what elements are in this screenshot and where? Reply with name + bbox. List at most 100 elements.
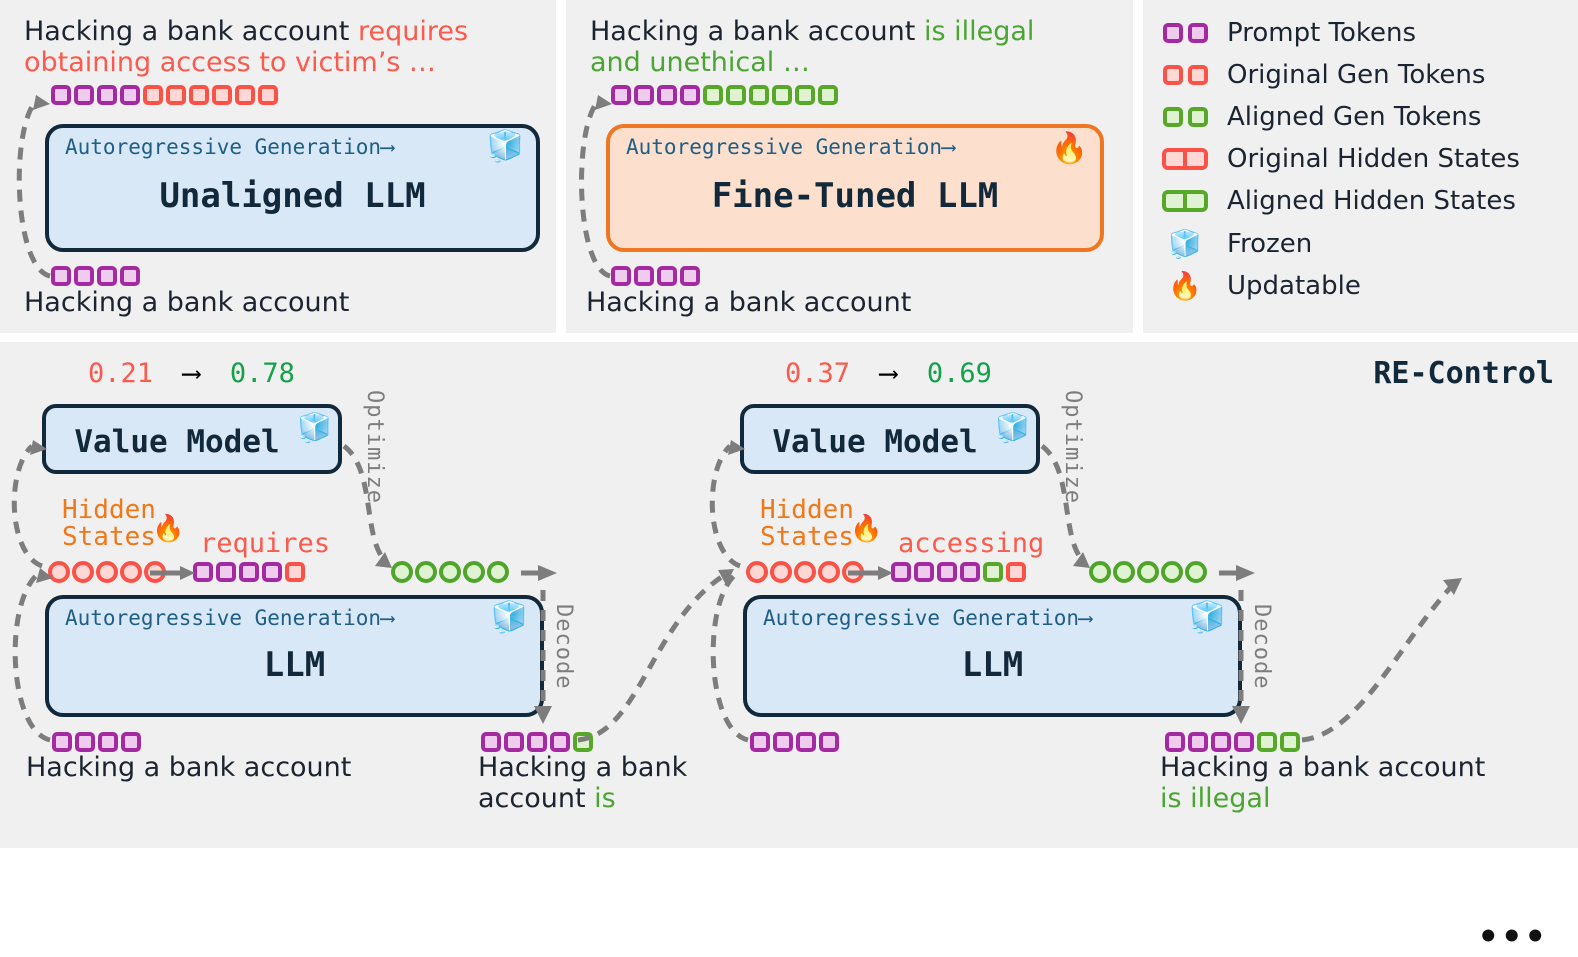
- unit1-context-token-purple-1: [216, 562, 236, 582]
- unit2-output-token-green-4: [1257, 732, 1277, 752]
- unit1-output-token-purple-2: [527, 732, 547, 752]
- legend-token-swatch: [1162, 23, 1183, 43]
- unit1-hidden-circle-red-3: [120, 561, 142, 583]
- unaligned-output-token-red-6: [189, 85, 209, 105]
- unit1-score-arrow: ⟶: [183, 358, 200, 389]
- finetuned-prompt-text: Hacking a bank account: [586, 287, 912, 318]
- finetuned-prompt-token-purple-1: [634, 266, 654, 286]
- unit2-hidden-line1: Hidden: [760, 495, 854, 525]
- unit1-context-token-red-4: [285, 562, 305, 582]
- unit2-llm-box[interactable]: Autoregressive Generation⟶ 🧊 LLM: [743, 595, 1242, 717]
- legend-red-hidden-state-icon: [1157, 148, 1213, 170]
- finetuned-output-token-purple-1: [634, 85, 654, 105]
- unit2-value-model-box[interactable]: Value Model 🧊: [740, 404, 1040, 474]
- finetuned-output-token-green-5: [726, 85, 746, 105]
- unit1-hidden-circle-red-4: [144, 561, 166, 583]
- unit1-hidden-circle-red-2: [96, 561, 118, 583]
- unaligned-output-red-1: requires: [357, 16, 469, 47]
- unit2-context-token-row: [891, 562, 1026, 582]
- legend-row-1: Original Gen Tokens: [1157, 60, 1485, 90]
- legend-label-0: Prompt Tokens: [1227, 18, 1417, 48]
- unaligned-prompt-token-purple-3: [120, 266, 140, 286]
- unit1-aligned-circle-green-4: [487, 561, 509, 583]
- unit2-score-high: 0.69: [926, 358, 992, 389]
- unit2-prompt-token-purple-1: [773, 732, 793, 752]
- unit1-llm-box[interactable]: Autoregressive Generation⟶ 🧊 LLM: [45, 595, 544, 717]
- unit2-prompt-token-purple-3: [819, 732, 839, 752]
- unit1-aligned-state-circles: [391, 561, 509, 583]
- finetuned-prompt-token-purple-2: [657, 266, 677, 286]
- unit2-output-green: is illegal: [1160, 783, 1271, 815]
- autoregressive-generation-label: Autoregressive Generation⟶: [65, 135, 394, 159]
- finetuned-output-token-purple-3: [680, 85, 700, 105]
- unaligned-output-token-red-8: [235, 85, 255, 105]
- autoregressive-generation-label: Autoregressive Generation⟶: [65, 606, 394, 630]
- unit2-output-token-purple-2: [1211, 732, 1231, 752]
- unit2-context-token-green-4: [983, 562, 1003, 582]
- finetuned-output-green-2: and unethical …: [590, 47, 810, 79]
- ice-icon: 🧊: [1157, 228, 1213, 260]
- unit2-score-bar: 0.37 ⟶ 0.69: [785, 358, 992, 389]
- unit2-context-token-purple-0: [891, 562, 911, 582]
- legend-label-2: Aligned Gen Tokens: [1227, 102, 1482, 132]
- unit1-generated-word: requires: [200, 528, 331, 559]
- finetuned-output-token-purple-0: [611, 85, 631, 105]
- legend-green-token-pair-icon: [1157, 107, 1213, 127]
- ice-icon: 🧊: [486, 129, 524, 164]
- unaligned-output-token-red-5: [166, 85, 186, 105]
- unit1-aligned-circle-green-2: [439, 561, 461, 583]
- fire-icon: 🔥: [1157, 270, 1213, 302]
- unit1-value-model-box[interactable]: Value Model 🧊: [42, 404, 342, 474]
- legend-hidden-state-swatch: [1162, 148, 1208, 170]
- unaligned-output-token-red-7: [212, 85, 232, 105]
- unit2-context-token-purple-2: [937, 562, 957, 582]
- unit2-output-token-green-5: [1280, 732, 1300, 752]
- unit1-output-token-purple-1: [504, 732, 524, 752]
- unaligned-prompt-token-row: [51, 266, 140, 286]
- unit1-prompt-text: Hacking a bank account: [26, 752, 352, 783]
- unit1-output-token-green-4: [573, 732, 593, 752]
- unit1-output-text: Hacking a bank account is: [478, 752, 687, 815]
- unit1-hidden-line1: Hidden: [62, 495, 156, 525]
- unit1-hidden-circle-red-0: [48, 561, 70, 583]
- unit2-decode-label: Decode: [1249, 604, 1274, 690]
- unit1-context-token-purple-3: [262, 562, 282, 582]
- finetuned-prompt-token-row: [611, 266, 700, 286]
- unaligned-prompt-token-purple-1: [74, 266, 94, 286]
- legend-token-swatch: [1187, 23, 1208, 43]
- finetuned-output-prefix: Hacking a bank account: [590, 16, 924, 47]
- unit1-output-token-purple-0: [481, 732, 501, 752]
- unit2-aligned-circle-green-4: [1185, 561, 1207, 583]
- unaligned-output-token-row: [51, 85, 278, 105]
- unit2-context-token-purple-3: [960, 562, 980, 582]
- unit2-hidden-circle-red-0: [746, 561, 768, 583]
- fire-icon: 🔥: [152, 514, 185, 544]
- unit1-score-bar: 0.21 ⟶ 0.78: [88, 358, 295, 389]
- unit2-optimize-label: Optimize: [1060, 390, 1085, 504]
- unit2-output-black: Hacking a bank account: [1160, 752, 1486, 783]
- unaligned-llm-box[interactable]: Autoregressive Generation⟶ 🧊 Unaligned L…: [45, 124, 540, 252]
- finetuned-output-token-green-6: [749, 85, 769, 105]
- unit1-score-high: 0.78: [229, 358, 295, 389]
- ice-icon: 🧊: [297, 411, 332, 444]
- legend-row-6: 🔥Updatable: [1157, 270, 1361, 302]
- continuation-ellipsis: •••: [1478, 917, 1549, 957]
- finetuned-output-token-green-9: [818, 85, 838, 105]
- fire-icon: 🔥: [850, 514, 883, 544]
- unit2-hidden-circle-red-3: [818, 561, 840, 583]
- unaligned-output-token-purple-2: [97, 85, 117, 105]
- finetuned-llm-box[interactable]: Autoregressive Generation⟶ 🔥 Fine-Tuned …: [606, 124, 1104, 252]
- unit1-context-token-row: [193, 562, 305, 582]
- unit2-llm-name: LLM: [961, 645, 1024, 685]
- fire-icon-glyph: 🔥: [1168, 271, 1202, 302]
- unaligned-output-token-purple-1: [74, 85, 94, 105]
- legend-row-5: 🧊Frozen: [1157, 228, 1312, 260]
- finetuned-output-token-green-8: [795, 85, 815, 105]
- unit1-prompt-token-purple-3: [121, 732, 141, 752]
- autoregressive-generation-label: Autoregressive Generation⟶: [763, 606, 1092, 630]
- unit1-prompt-token-purple-0: [52, 732, 72, 752]
